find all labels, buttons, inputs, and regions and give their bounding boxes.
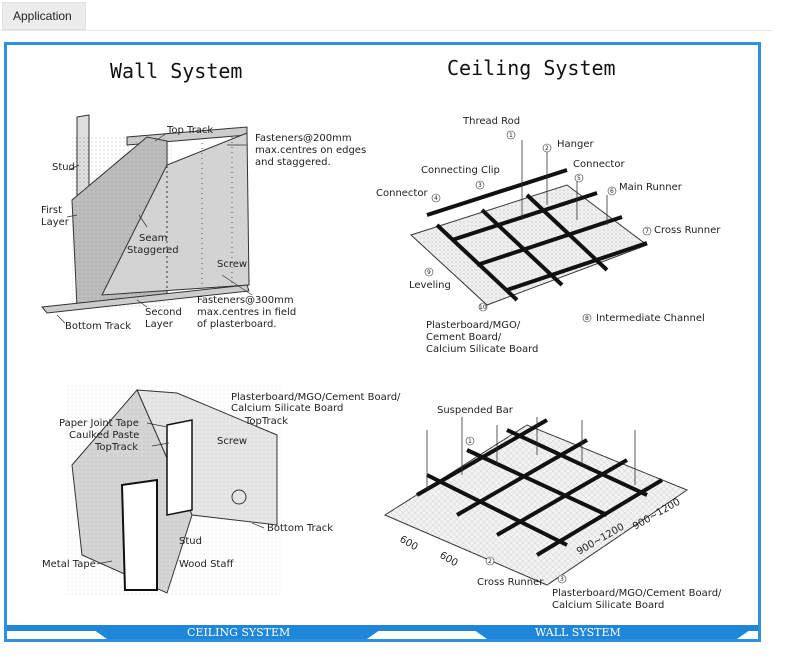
callout-number: 1 [509,132,513,139]
ceiling-grid [426,168,648,302]
label-screw: Screw [217,259,247,270]
callout-number: 9 [427,269,431,276]
callout-marker [607,186,617,196]
callout-marker [506,130,516,140]
label-paper-joint-tape: Paper Joint Tape [59,418,139,429]
callout-number: 3 [478,182,482,189]
label-ceiling-board: Plasterboard/MGO/Cement Board/Calcium Si… [426,320,538,355]
callout-number: 7 [645,228,649,235]
label-leveling: Leveling [409,280,451,291]
callout-marker [465,436,475,446]
banner-ceiling-system[interactable] [87,625,387,639]
label-metal-tape: Metal Tape [42,559,96,570]
second-layer-board [101,132,250,296]
suspended-ceiling-diagram: Suspended Bar 600 600 900~1200 900~1200 … [383,405,722,611]
label-suspended-bar: Suspended Bar [437,405,514,416]
banner-wall-system[interactable] [467,625,757,639]
label-partition-bottom-track: Bottom Track [267,523,333,534]
callout-marker [431,193,441,203]
wall-system-title: Wall System [110,59,242,83]
label-top-track-right: TopTrack [244,416,288,427]
ceiling-system-title: Ceiling System [447,56,616,80]
label-partition-stud: Stud [179,536,202,547]
suspended-rods [426,417,636,490]
banner-ceiling-label: CEILING SYSTEM [187,626,290,639]
label-top-track-left: TopTrack [94,442,138,453]
label-suspended-cross-runner: Cross Runner [477,577,544,588]
callout-number: 1 [468,438,472,445]
callout-marker [542,143,552,153]
label-stud: Stud [52,162,75,173]
thread-rods [521,140,608,225]
label-caulked-paste: Caulked Paste [69,430,139,441]
label-main-runner: Main Runner [619,182,683,193]
label-partition-screw: Screw [217,436,247,447]
bottom-track-profile [41,284,250,314]
callout-number: 2 [545,145,549,152]
label-wood-staff: Wood Staff [179,559,234,570]
callout-number: 3 [560,576,564,583]
callout-marker [475,180,485,190]
callout-marker [574,173,584,183]
callout-marker [642,226,652,236]
callout-marker [557,574,567,584]
fixture [231,489,247,505]
callout-marker [478,302,488,312]
partition-diagram: Plasterboard/MGO/Cement Board/Calcium Si… [42,385,401,595]
callout-marker [582,313,592,323]
ceiling-system-diagram: Ceiling System Thread Rod Hanger Connect… [376,56,721,355]
tab-application[interactable]: Application [2,2,86,30]
label-partition-board: Plasterboard/MGO/Cement Board/Calcium Si… [231,392,401,414]
callout-marker [424,267,434,277]
label-intermediate-channel: Intermediate Channel [596,313,705,324]
callout-marker [485,556,495,566]
tab-divider [0,30,772,31]
banner-wall-label: WALL SYSTEM [535,626,621,639]
label-connector-top: Connector [573,159,625,170]
label-hanger: Hanger [557,139,594,150]
label-cross-runner: Cross Runner [654,225,721,236]
stud-frame [166,419,193,516]
label-top-track: Top Track [166,125,213,136]
callout-number: 10 [479,304,487,311]
label-bottom-track: Bottom Track [65,321,131,332]
ceiling-callouts: 1 2 3 4 5 6 7 8 9 10 [424,130,652,323]
callout-number: 8 [585,315,589,322]
door-opening [120,478,158,591]
label-thread-rod: Thread Rod [462,116,520,127]
callout-number: 4 [434,195,438,202]
label-connecting-clip: Connecting Clip [421,165,500,176]
label-dim-600-b: 600 [438,550,460,569]
callout-number: 6 [610,188,614,195]
label-suspended-board: Plasterboard/MGO/Cement Board/Calcium Si… [552,588,722,611]
label-connector-left: Connector [376,188,428,199]
label-dim-600-a: 600 [398,534,420,553]
callout-number: 5 [577,175,581,182]
suspended-grid [416,418,664,557]
callout-number: 2 [488,558,492,565]
bottom-banners: CEILING SYSTEM WALL SYSTEM [7,625,758,639]
